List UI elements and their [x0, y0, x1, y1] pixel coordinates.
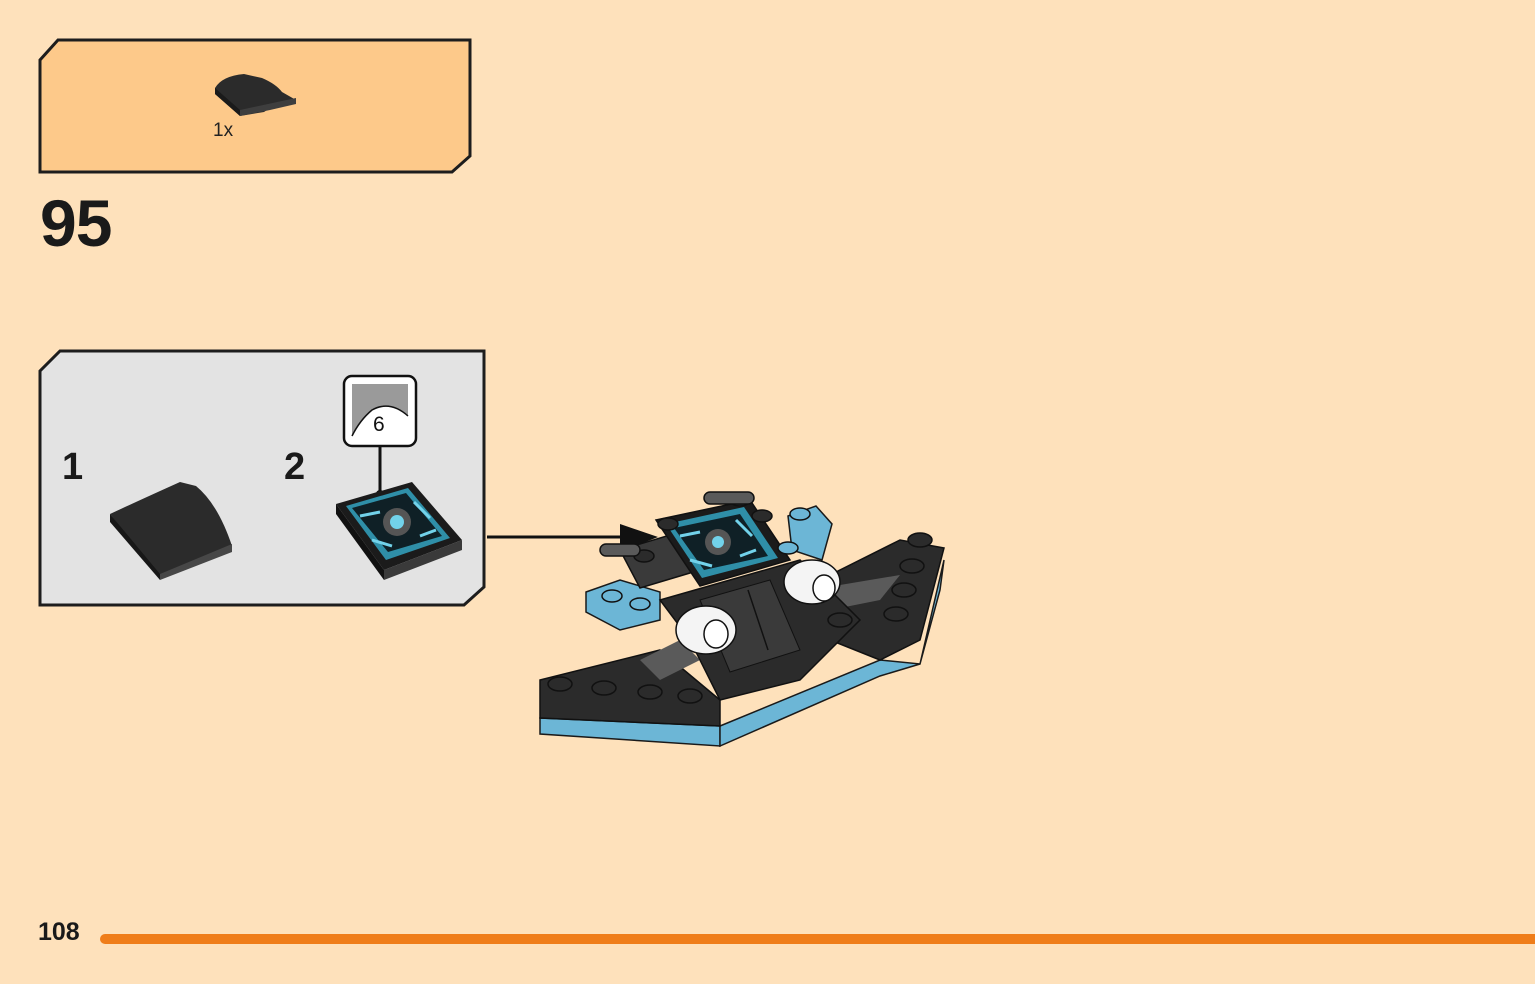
page-number: 108	[38, 918, 80, 946]
sub-step-number-2: 2	[284, 446, 306, 488]
assembled-model	[539, 491, 945, 748]
sticker-number: 6	[373, 413, 385, 436]
step-number: 95	[40, 186, 112, 260]
page-progress-bar	[100, 934, 1535, 944]
sub-assembly-box	[38, 349, 486, 607]
connector-arrow	[487, 524, 658, 552]
parts-callout-box	[38, 38, 472, 174]
part-quantity: 1x	[213, 120, 234, 141]
sub-step-number-1: 1	[62, 446, 84, 488]
